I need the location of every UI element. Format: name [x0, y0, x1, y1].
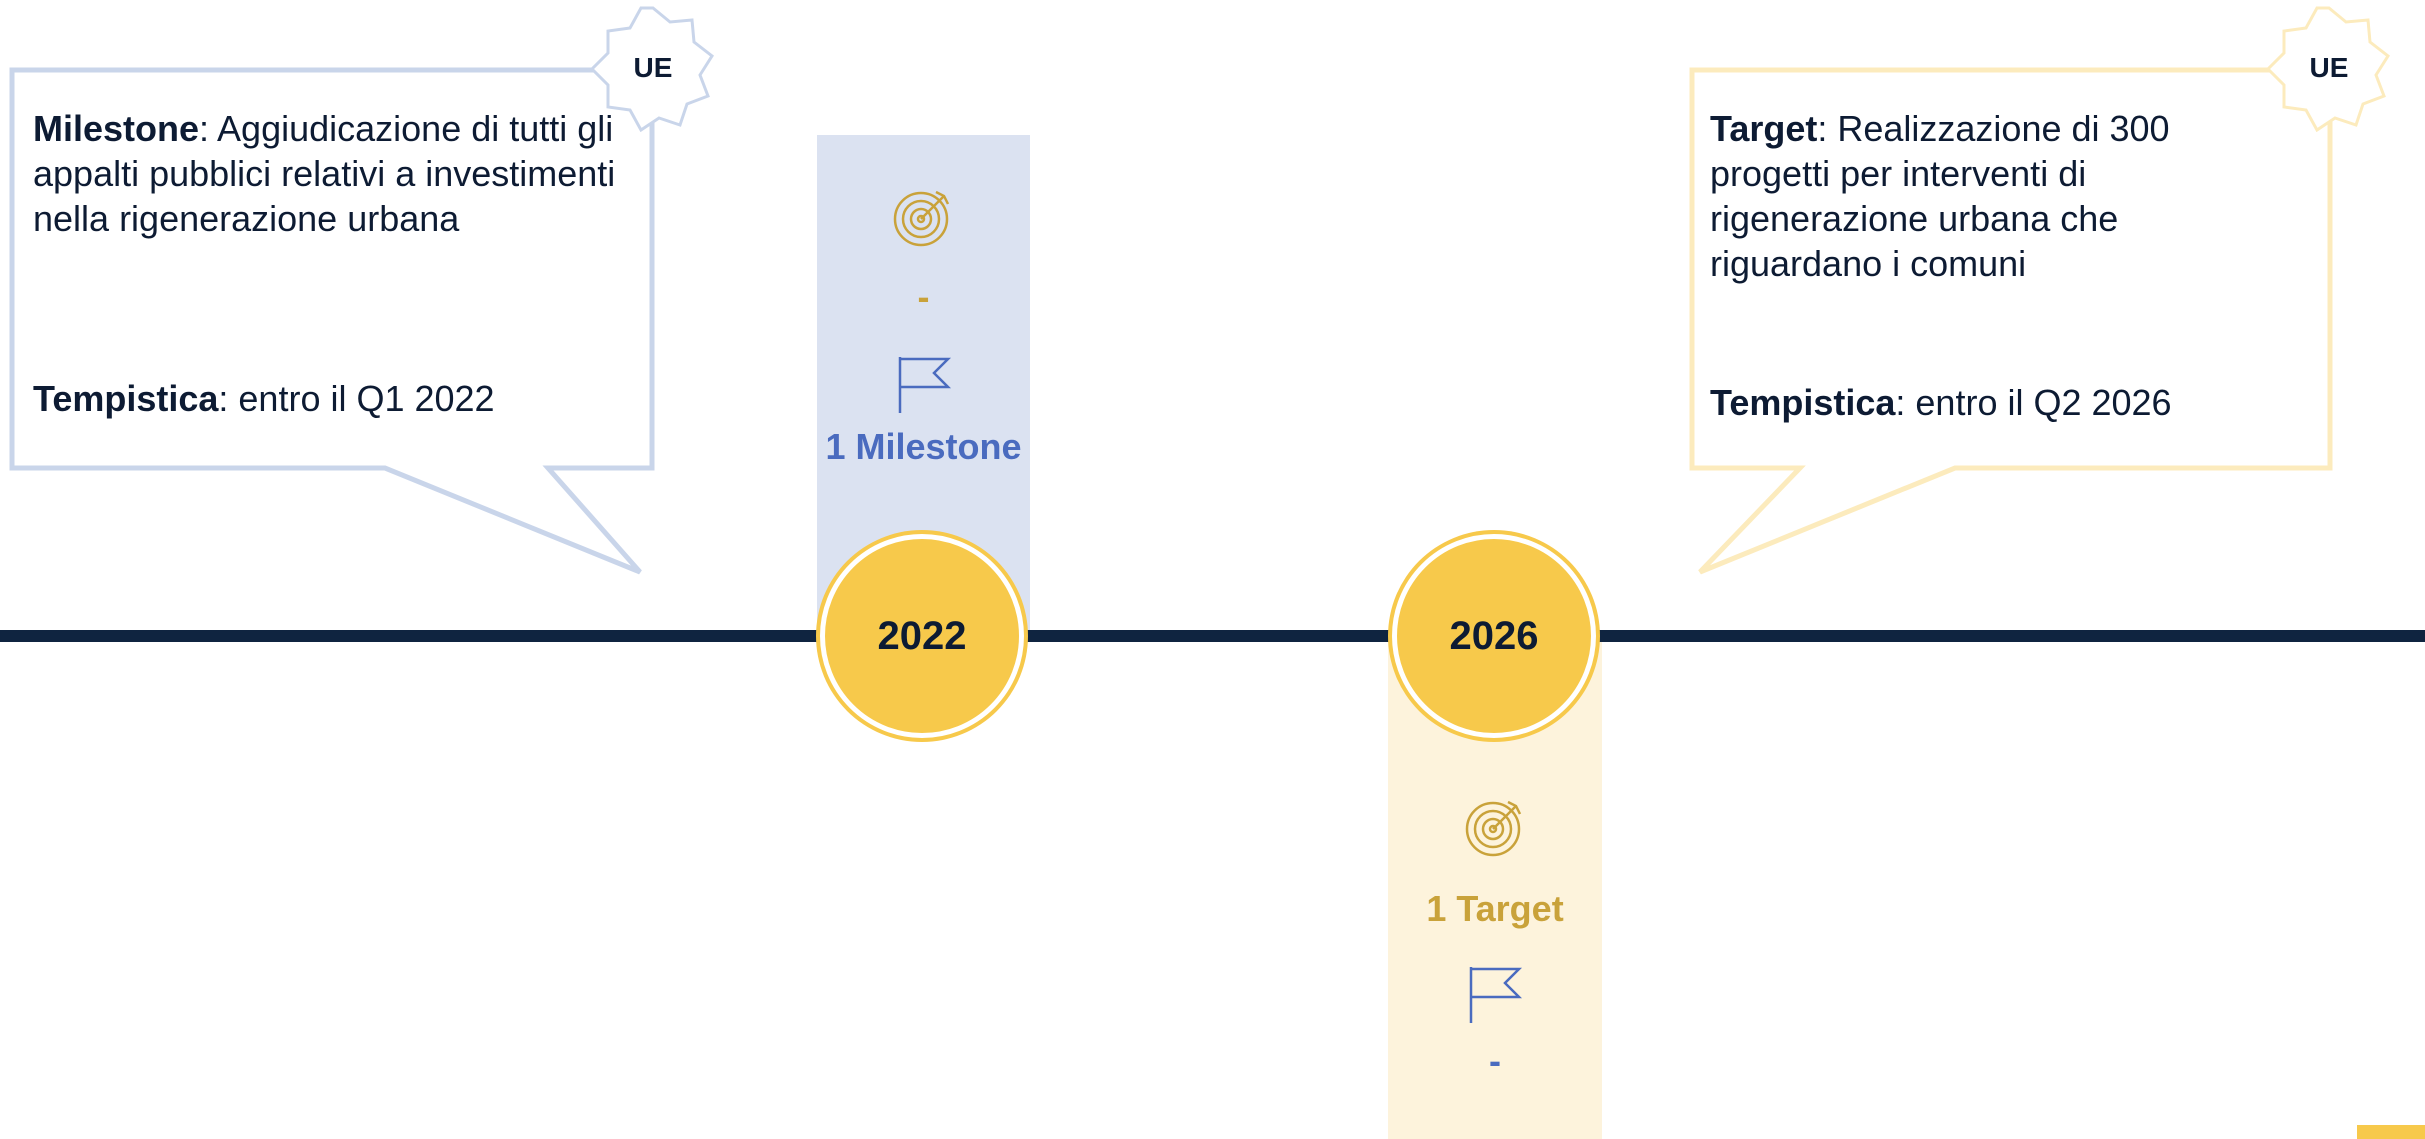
- callout-milestone-description: Milestone: Aggiudicazione di tutti gli a…: [33, 106, 643, 241]
- milestone-count-2026: -: [1489, 1040, 1501, 1081]
- seal-icon: [590, 6, 714, 132]
- milestone-count-2022: 1 Milestone: [825, 426, 1022, 467]
- callout-description-text: : Realizzazione di 300 progetti per inte…: [1710, 108, 2170, 284]
- callout-type-label: Milestone: [33, 108, 200, 149]
- seal-badge-label: UE: [633, 52, 673, 83]
- target-icon: [1465, 800, 1522, 857]
- timing-value: : entro il Q2 2026: [1895, 382, 2172, 423]
- timeline-axis: [0, 630, 2425, 642]
- target-count-2026: 1 Target: [1426, 888, 1564, 929]
- seal-icon: [2266, 6, 2390, 132]
- callout-description-text: : Aggiudicazione di tutti gli appalti pu…: [33, 108, 616, 239]
- target-count-2022: -: [917, 276, 930, 317]
- timing-label: Tempistica: [33, 378, 219, 419]
- year-marker-2022: 2022: [820, 534, 1024, 738]
- page-corner-marker: [2357, 1125, 2425, 1139]
- callout-target-bubble: [1689, 67, 2333, 575]
- callout-milestone-bubble: [9, 67, 655, 575]
- callout-milestone-timing: Tempistica: entro il Q1 2022: [33, 378, 495, 420]
- timing-label: Tempistica: [1710, 382, 1896, 423]
- flag-icon: [898, 357, 952, 413]
- callout-target-timing: Tempistica: entro il Q2 2026: [1710, 382, 2172, 424]
- callout-target-description: Target: Realizzazione di 300 progetti pe…: [1710, 106, 2230, 286]
- year-marker-2026: 2026: [1392, 534, 1596, 738]
- callout-type-label: Target: [1710, 108, 1818, 149]
- timing-value: : entro il Q1 2022: [218, 378, 495, 419]
- seal-badge-label: UE: [2309, 52, 2349, 83]
- flag-icon: [1469, 967, 1523, 1023]
- target-icon: [893, 190, 950, 247]
